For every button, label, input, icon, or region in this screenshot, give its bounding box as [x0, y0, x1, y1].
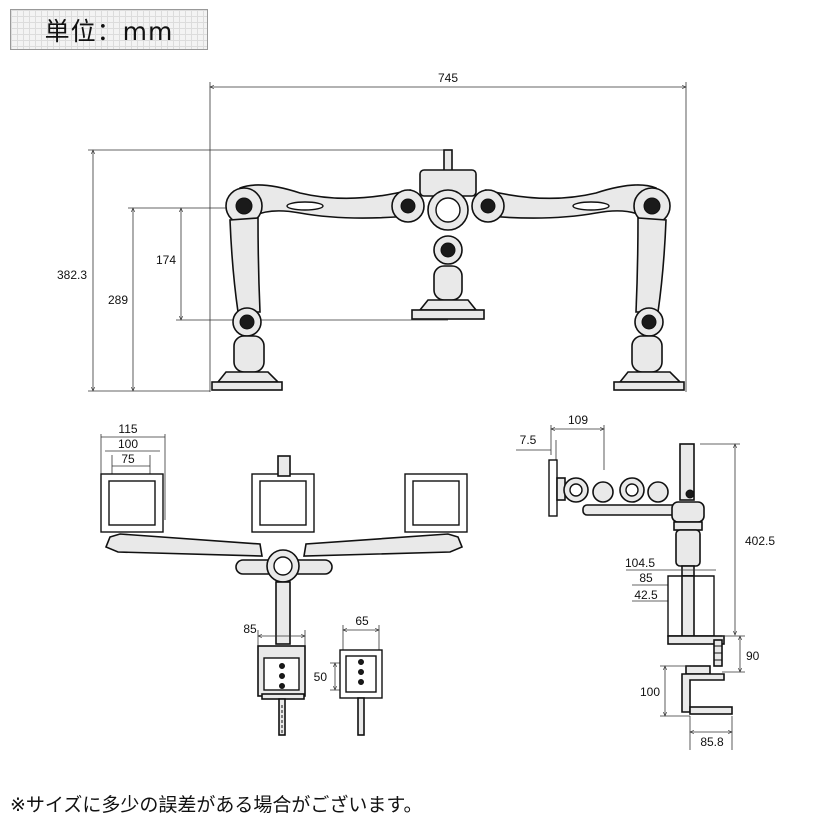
- dim-clamp-85-8: 85.8: [700, 735, 724, 749]
- dim-clamp-hole-50: 50: [314, 670, 328, 684]
- dim-plate-7-5: 7.5: [520, 433, 537, 447]
- top-view: 115 100 75 85: [100, 422, 468, 736]
- dim-clamp-85-side: 85: [639, 571, 653, 585]
- dim-vesa-100: 100: [118, 437, 138, 451]
- dim-depth-109: 109: [568, 413, 588, 427]
- dim-clamp-42-5: 42.5: [634, 588, 658, 602]
- dim-width-745: 745: [438, 71, 458, 85]
- dim-pole-402-5: 402.5: [745, 534, 775, 548]
- unit-label: 単位：mm: [44, 16, 174, 46]
- unit-label-box: 単位：mm: [10, 9, 208, 50]
- dim-height-289: 289: [108, 293, 128, 307]
- side-view: 109 7.5 402.5 104.5 85 42.5: [516, 413, 775, 750]
- dim-clamp-side-65: 65: [355, 614, 369, 628]
- dim-height-174: 174: [156, 253, 176, 267]
- dim-clamp-85: 85: [243, 622, 257, 636]
- dim-height-382-3: 382.3: [57, 268, 87, 282]
- dim-vesa-115: 115: [118, 422, 137, 436]
- dim-clamp-104-5: 104.5: [625, 556, 655, 570]
- dim-clamp-100: 100: [640, 685, 660, 699]
- front-view: 745 382.3 289 174: [57, 71, 686, 392]
- dim-vesa-75: 75: [121, 452, 135, 466]
- dim-clamp-90: 90: [746, 649, 760, 663]
- disclaimer-note: ※サイズに多少の誤差がある場合がございます。: [10, 794, 423, 816]
